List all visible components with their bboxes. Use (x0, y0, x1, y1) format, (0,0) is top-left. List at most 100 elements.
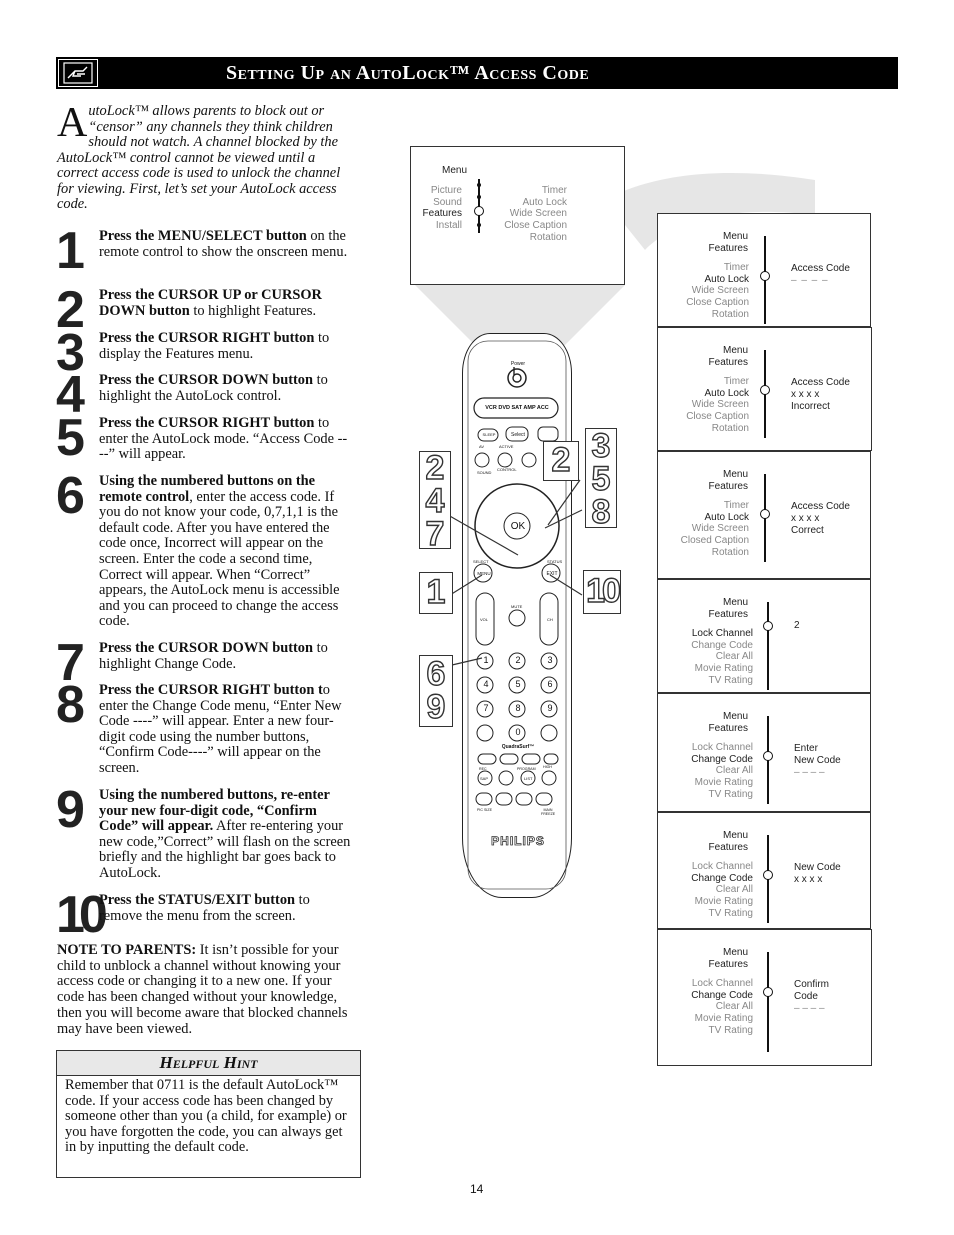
osd-h1: Menu (722, 830, 748, 841)
step-number: 10 (56, 886, 108, 944)
note-to-parents: NOTE TO PARENTS: It isn’t possible for y… (57, 942, 357, 1037)
osd-h2: Features (708, 243, 748, 254)
select-label: SELECT (473, 559, 489, 564)
osd-right-1: Confirm (794, 979, 830, 990)
step-text: Press the CURSOR UP or CURSOR DOWN butto… (99, 287, 351, 319)
digit-button-5[interactable]: 5 (515, 679, 521, 689)
ok-button[interactable]: OK (510, 521, 526, 532)
osd-main-title: Menu (442, 165, 468, 176)
helpful-hint-box: Helpful Hint Remember that 0711 is the d… (56, 1050, 361, 1178)
page-number: 14 (470, 1182, 484, 1196)
osd-item: Closed Caption (680, 535, 749, 547)
digit-button-2[interactable]: 2 (515, 655, 521, 665)
osd-item: Timer (723, 262, 749, 273)
step-bold: Using the numbered buttons on the remote… (99, 473, 316, 505)
vol-button[interactable]: VOL (480, 617, 489, 622)
osd-main-right-item: Auto Lock (522, 196, 567, 208)
osd-item: Auto Lock (704, 387, 749, 399)
osd-h1: Menu (722, 231, 748, 242)
osd-h2: Features (708, 959, 748, 970)
osd-item: Movie Rating (694, 777, 753, 789)
osd-main-right-item: Close Caption (504, 220, 567, 232)
osd-h1: Menu (722, 345, 748, 356)
mute-label: MUTE (511, 604, 523, 609)
step-number: 8 (56, 676, 85, 734)
power-label: Power (510, 361, 526, 367)
sleep-button[interactable]: SLEEP (482, 432, 496, 437)
osd-main-right-item: Rotation (529, 231, 567, 243)
osd-item: Lock Channel (691, 628, 753, 639)
callout-box-358 (585, 428, 617, 528)
select-button[interactable]: Select (511, 432, 525, 438)
step-bold: Press the STATUS/EXIT button (99, 892, 296, 908)
osd-h2: Features (708, 357, 748, 368)
osd-main-right-item: Wide Screen (509, 208, 567, 220)
osd-item: TV Rating (708, 674, 753, 686)
osd-right-1: Enter (794, 743, 818, 754)
osd-item: Movie Rating (694, 663, 753, 675)
step-bold: Press the CURSOR DOWN button (99, 640, 314, 656)
osd-item: TV Rating (708, 788, 753, 800)
menu-button[interactable]: MENU (477, 571, 491, 576)
callout-10: 10 (585, 572, 621, 610)
ch-button[interactable]: CH (547, 617, 553, 622)
osd-right-1: Access Code (791, 377, 850, 388)
osd-main-left-item: Sound (433, 196, 462, 208)
osd-item: Change Code (691, 753, 753, 765)
digit-button-6[interactable]: 6 (547, 679, 553, 689)
osd-right-1: 2 (794, 620, 800, 631)
step-rest: to highlight Change Code. (99, 640, 328, 672)
osd-h2: Features (708, 842, 748, 853)
digit-button-9[interactable]: 9 (547, 703, 553, 713)
osd-item: Rotation (711, 308, 749, 320)
sap-button[interactable]: SAP (480, 776, 489, 781)
digit-button-3[interactable]: 3 (547, 655, 553, 665)
high-label: HIGH (543, 765, 552, 769)
step-bold: Press the CURSOR DOWN button (99, 372, 314, 388)
osd-main-right-item: Timer (541, 185, 567, 196)
osd-item: Wide Screen (691, 285, 749, 297)
callout-358: 3 5 8 (591, 427, 611, 531)
osd-h2: Features (708, 723, 748, 734)
osd-item: Lock Channel (691, 861, 753, 872)
osd-item: Change Code (691, 872, 753, 884)
sound-label: SOUND (477, 470, 492, 475)
callout-lines (447, 479, 583, 666)
step-text: Press the CURSOR DOWN button to highligh… (99, 372, 351, 404)
osd-h1: Menu (722, 597, 748, 608)
exit-button[interactable]: EXIT (546, 571, 558, 577)
step-number: 1 (56, 222, 85, 280)
page-title: Setting Up an AutoLock™ Access Code (226, 61, 590, 84)
osd-item: Timer (723, 500, 749, 511)
step-rest: to enter the AutoLock mode. “Access Code… (99, 415, 348, 463)
digit-button-0[interactable]: 0 (515, 727, 521, 737)
rec-label: REC (479, 767, 487, 771)
osd-right-1: Access Code (791, 501, 850, 512)
callout-box-69 (419, 655, 453, 727)
digit-button-8[interactable]: 8 (515, 703, 521, 713)
digit-button-7[interactable]: 7 (483, 703, 489, 713)
list-button[interactable]: LIST (524, 776, 533, 781)
step-rest: to remove the menu from the screen. (99, 892, 310, 924)
osd-right-3: – – – – (794, 767, 825, 778)
pic-size-label: PIC SIZE (477, 808, 492, 812)
digit-button-1[interactable]: 1 (483, 655, 489, 665)
quadrasurf-label: QuadraSurf™ (501, 744, 535, 750)
osd-right-3: Incorrect (791, 401, 830, 412)
step-bold: Press the CURSOR UP or CURSOR DOWN butto… (99, 287, 322, 319)
source-buttons[interactable]: VCR DVD SAT AMP ACC (485, 405, 549, 411)
digit-button-4[interactable]: 4 (483, 679, 489, 689)
active-label: ACTIVE (499, 444, 514, 449)
osd-right-3: Correct (791, 525, 824, 536)
hint-title: Helpful Hint (57, 1051, 360, 1076)
osd-right-2: Code (794, 991, 818, 1002)
callout-box-1 (419, 572, 453, 614)
osd-h2: Features (708, 609, 748, 620)
callout-69: 6 9 (426, 655, 446, 726)
osd-item: Movie Rating (694, 1013, 753, 1025)
step-text: Press the STATUS/EXIT button to remove t… (99, 892, 351, 924)
callout-2: 2 (551, 441, 571, 479)
osd-item: Auto Lock (704, 511, 749, 523)
